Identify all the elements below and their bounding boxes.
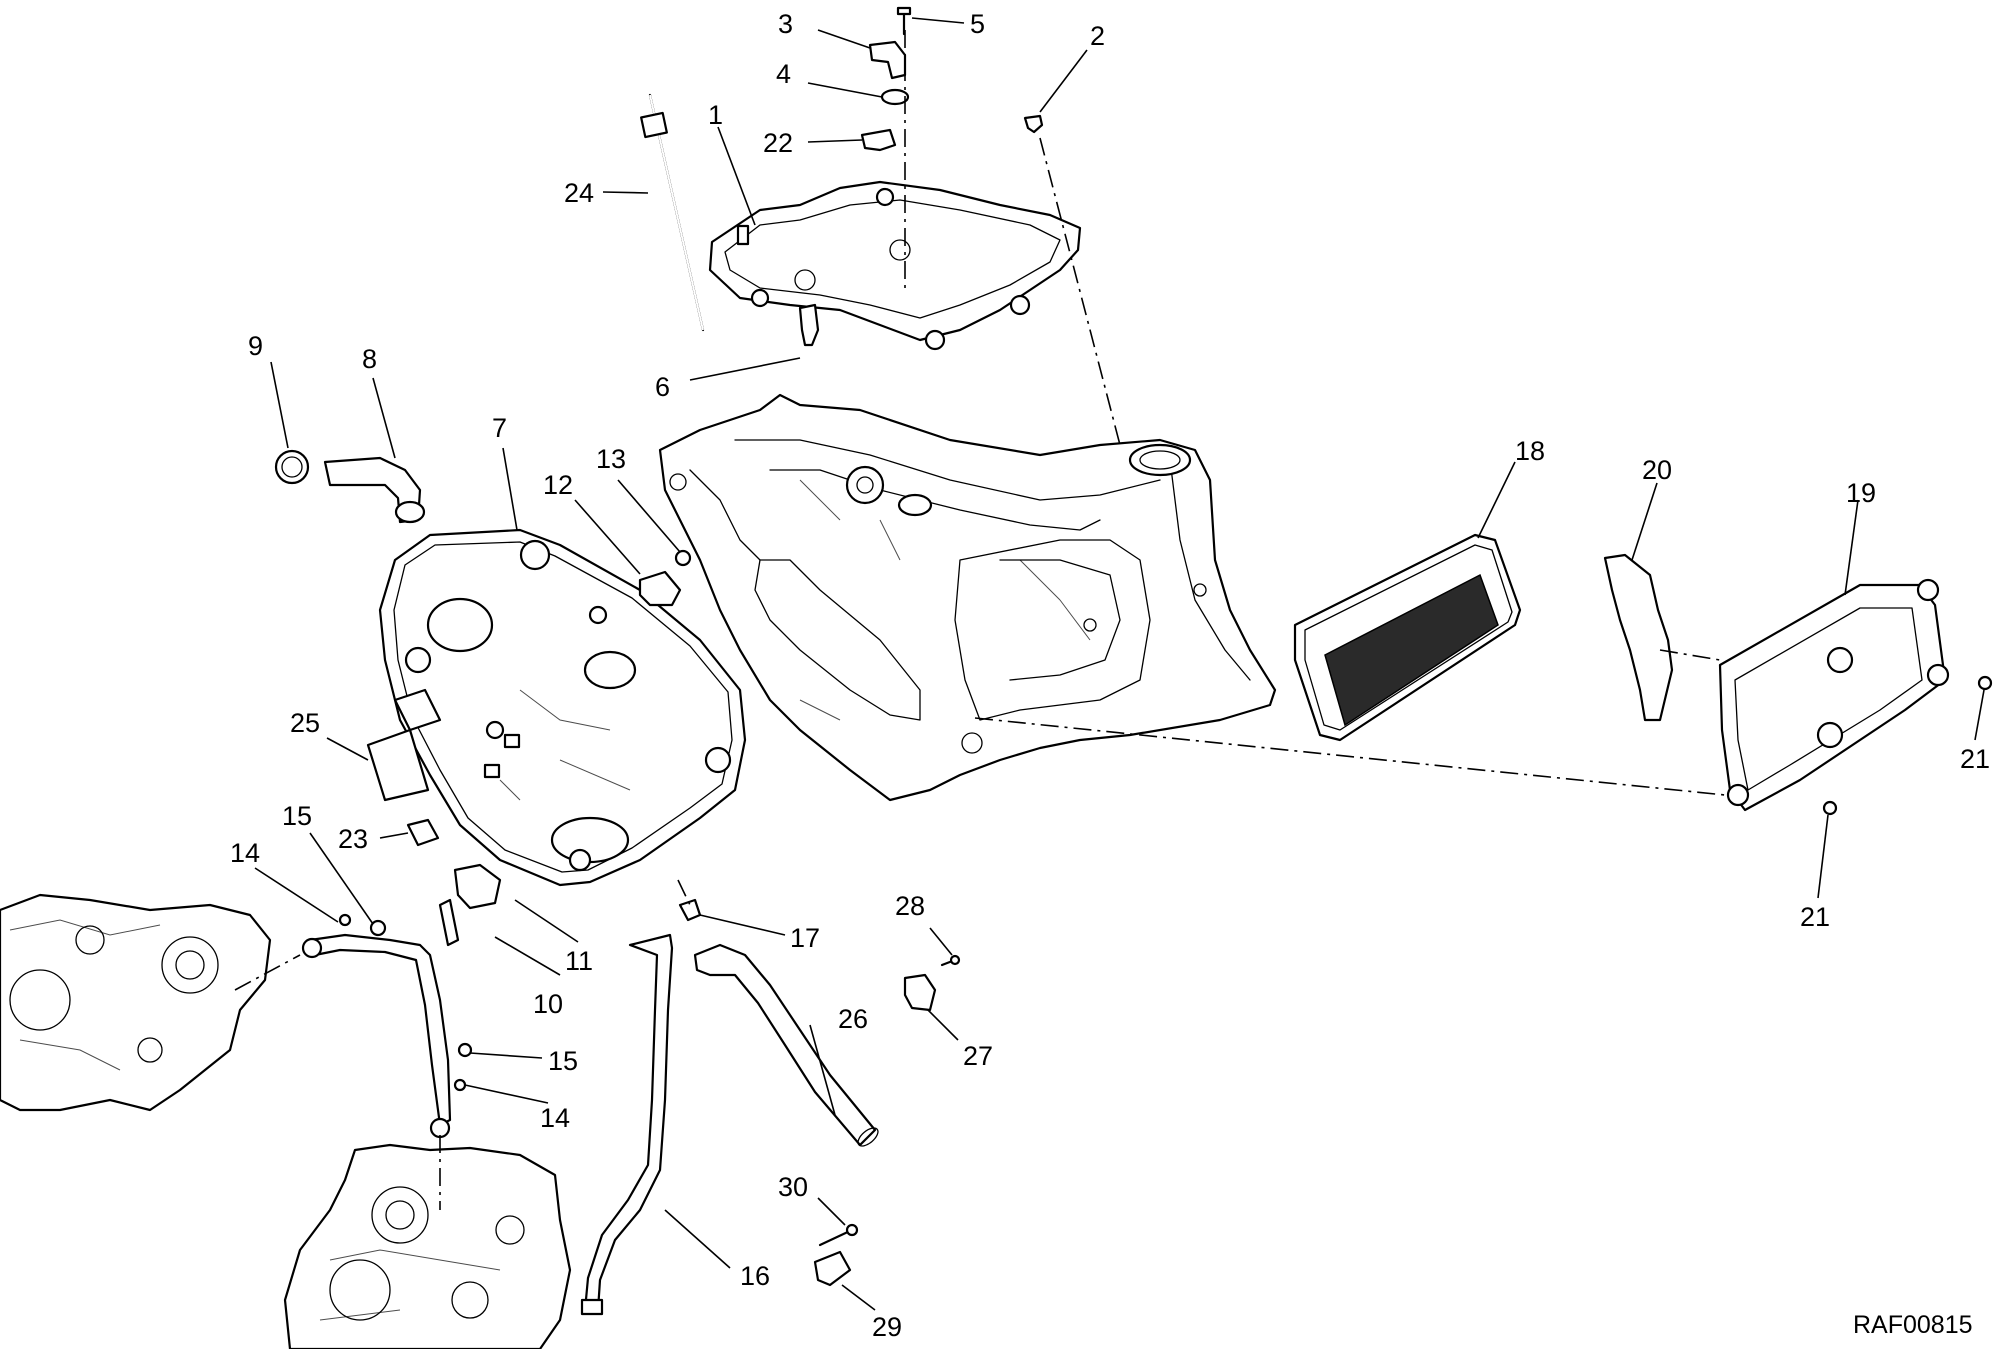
- callout-22: 22: [763, 128, 793, 158]
- part-9-clamp: [274, 449, 310, 485]
- cylinder-head-left: [0, 893, 272, 1112]
- callout-4: 4: [776, 59, 791, 89]
- part-6-sensor: [798, 303, 820, 347]
- callout-18: 18: [1515, 436, 1545, 466]
- part-14-washer-a: [338, 913, 352, 927]
- callout-12: 12: [543, 470, 573, 500]
- callout-10: 10: [533, 989, 563, 1019]
- part-24-strap: [640, 93, 705, 332]
- part-4-washer: [880, 88, 910, 106]
- part-30-bolt: [818, 1223, 859, 1247]
- part-28-bolt: [940, 954, 961, 967]
- callout-1: 1: [708, 100, 723, 130]
- callout-16: 16: [740, 1261, 770, 1291]
- callout-13: 13: [596, 444, 626, 474]
- cylinder-head-bottom: [283, 1143, 572, 1349]
- frame-airbox: [658, 393, 1277, 802]
- callout-20: 20: [1642, 455, 1672, 485]
- callout-27: 27: [963, 1041, 993, 1071]
- part-27-clip: [903, 973, 937, 1012]
- part-20-bracket: [1603, 553, 1674, 722]
- callout-3: 3: [778, 9, 793, 39]
- part-15-bolt-a: [369, 919, 387, 937]
- part-7-cover-with-gasket: [378, 528, 747, 887]
- callout-23: 23: [338, 824, 368, 854]
- callout-14a: 14: [230, 838, 260, 868]
- callout-14b: 14: [540, 1103, 570, 1133]
- leader-lines: [254, 17, 1985, 1311]
- callout-19: 19: [1846, 478, 1876, 508]
- callout-numbers: 1 2 3 4 5 6 7 8 9 10 11 12 13 14 14 15 1…: [230, 9, 1990, 1342]
- part-21-nut-bottom: [1822, 800, 1838, 816]
- callout-24: 24: [564, 178, 594, 208]
- part-3-elbow-fitting: [868, 40, 907, 80]
- callout-5: 5: [970, 9, 985, 39]
- part-21-nut-right: [1977, 675, 1993, 691]
- part-22-grommet: [860, 128, 897, 152]
- part-11-bracket: [453, 863, 502, 910]
- callout-21a: 21: [1960, 744, 1990, 774]
- part-10-tube: [301, 898, 460, 1139]
- part-15-bolt-b: [457, 1042, 473, 1058]
- reference-code: RAF00815: [1853, 1311, 1973, 1339]
- callout-6: 6: [655, 372, 670, 402]
- part-13-nut: [674, 549, 692, 567]
- callout-7: 7: [492, 413, 507, 443]
- callout-29: 29: [872, 1312, 902, 1342]
- part-5-screw: [896, 6, 912, 36]
- callout-2: 2: [1090, 21, 1105, 51]
- part-1-top-cover: [708, 180, 1082, 351]
- callout-21b: 21: [1800, 902, 1830, 932]
- part-29-clip: [813, 1250, 852, 1287]
- callout-26: 26: [838, 1004, 868, 1034]
- part-2-screw: [1023, 114, 1044, 134]
- callout-11: 11: [565, 946, 593, 976]
- alignment-lines: [234, 30, 1726, 1210]
- part-19-cover: [1718, 578, 1950, 812]
- part-12-bracket: [638, 570, 682, 607]
- callout-17: 17: [790, 923, 820, 953]
- part-18-air-filter: [1293, 533, 1522, 742]
- callout-15a: 15: [282, 801, 312, 831]
- callout-25: 25: [290, 708, 320, 738]
- part-14-washer-b: [453, 1078, 467, 1092]
- part-26-hose: [693, 943, 879, 1147]
- part-25-pad: [366, 728, 430, 802]
- part-17-clamp: [678, 898, 702, 922]
- callout-15b: 15: [548, 1046, 578, 1076]
- callout-8: 8: [362, 344, 377, 374]
- callout-9: 9: [248, 331, 263, 361]
- part-23-pad: [406, 818, 440, 847]
- callout-28: 28: [895, 891, 925, 921]
- callout-30: 30: [778, 1172, 808, 1202]
- part-16-hose: [580, 933, 674, 1316]
